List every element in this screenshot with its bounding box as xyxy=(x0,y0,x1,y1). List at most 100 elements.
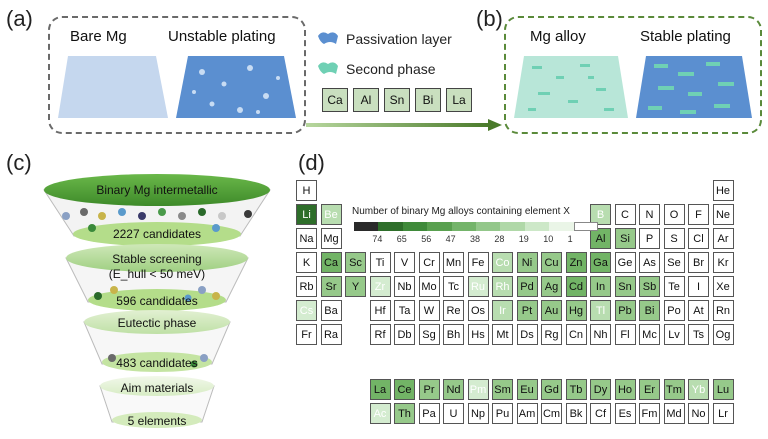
element-cell-no: No xyxy=(688,403,709,425)
element-cell-rf: Rf xyxy=(369,324,391,345)
element-cell-as: As xyxy=(639,252,660,273)
element-cell-mn: Mn xyxy=(443,252,464,273)
colorbar-segment xyxy=(402,222,428,231)
funnel-level-4-count: 5 elements xyxy=(127,414,187,428)
stable-plating-title: Stable plating xyxy=(640,28,731,45)
element-cell-nb: Nb xyxy=(394,276,415,297)
element-cell-po: Po xyxy=(663,300,685,321)
element-cell-ni: Ni xyxy=(516,252,538,273)
colorbar-tick-label: 74 xyxy=(372,234,383,244)
funnel-level-1-title: Binary Mg intermetallic xyxy=(96,183,218,197)
panel-label-b: (b) xyxy=(476,6,503,31)
colorbar-segment xyxy=(427,222,453,231)
funnel-level-1-count: 2227 candidates xyxy=(112,227,202,241)
element-cell-ho: Ho xyxy=(614,379,636,401)
element-cell-bi: Bi xyxy=(639,300,660,321)
colorbar-tick-label: 65 xyxy=(396,234,407,244)
element-cell-lr: Lr xyxy=(712,403,734,425)
element-cell-zr: Zr xyxy=(369,276,391,297)
element-cell-mt: Mt xyxy=(492,324,513,345)
panel-a-frame xyxy=(48,16,306,134)
element-cell-s: S xyxy=(663,228,685,249)
element-cell-c: C xyxy=(614,204,636,225)
panel-label-c: (c) xyxy=(6,150,32,175)
panel-a-surfaces xyxy=(58,56,296,118)
funnel-level-4-top xyxy=(100,376,214,396)
element-cell-cd: Cd xyxy=(565,276,587,297)
element-cell-mo: Mo xyxy=(418,276,440,297)
element-cell-dy: Dy xyxy=(590,379,611,401)
mg-alloy-title: Mg alloy xyxy=(530,28,586,45)
colorbar-segment xyxy=(524,222,550,231)
element-cell-sm: Sm xyxy=(492,379,513,401)
unstable-plating-surface xyxy=(176,56,296,118)
colorbar-tick-label: 38 xyxy=(470,234,481,244)
element-cell-pt: Pt xyxy=(516,300,538,321)
element-cell-lu: Lu xyxy=(712,379,734,401)
colorbar-tick-label: 28 xyxy=(494,234,505,244)
passivation-swatch-icon xyxy=(318,32,338,44)
element-cell-cu: Cu xyxy=(541,252,562,273)
element-cell-db: Db xyxy=(394,324,415,345)
colorbar-segment xyxy=(549,222,575,231)
element-cell-lv: Lv xyxy=(663,324,685,345)
funnel-level-2-count: 596 candidates xyxy=(116,294,198,308)
element-cell-f: F xyxy=(688,204,709,225)
colorbar-tick-label: 47 xyxy=(445,234,456,244)
element-cell-ti: Ti xyxy=(369,252,391,273)
element-cell-ag: Ag xyxy=(541,276,562,297)
funnel-level-3-title: Eutectic phase xyxy=(117,316,197,330)
element-cell-tc: Tc xyxy=(443,276,464,297)
colorbar-title: Number of binary Mg alloys containing el… xyxy=(352,206,570,217)
element-cell-sg: Sg xyxy=(418,324,440,345)
element-cell-th: Th xyxy=(394,403,415,425)
second-phase-specks xyxy=(528,64,614,111)
element-cell-bh: Bh xyxy=(443,324,464,345)
element-cell-la: La xyxy=(369,379,391,401)
element-cell-na: Na xyxy=(296,228,317,249)
element-cell-sn: Sn xyxy=(614,276,636,297)
second-phase-swatch-icon xyxy=(318,62,338,74)
element-cell-k: K xyxy=(296,252,317,273)
funnel-level-3-top xyxy=(84,310,230,334)
element-cell-sb: Sb xyxy=(639,276,660,297)
aim-element-sn: Sn xyxy=(384,88,410,112)
funnel-level-3-atoms xyxy=(108,354,208,368)
element-cell-ce: Ce xyxy=(394,379,415,401)
element-cell-cf: Cf xyxy=(590,403,611,425)
element-cell-ca: Ca xyxy=(320,252,342,273)
element-cell-te: Te xyxy=(663,276,685,297)
element-cell-pb: Pb xyxy=(614,300,636,321)
element-cell-ac: Ac xyxy=(369,403,391,425)
stable-plating-surface xyxy=(636,56,752,118)
element-cell-bk: Bk xyxy=(565,403,587,425)
element-cell-co: Co xyxy=(492,252,513,273)
element-cell-al: Al xyxy=(590,228,611,249)
element-cell-h: H xyxy=(296,180,317,201)
colorbar-tick-label: 56 xyxy=(421,234,432,244)
element-cell-pm: Pm xyxy=(467,379,489,401)
element-cell-fe: Fe xyxy=(467,252,489,273)
element-cell-at: At xyxy=(688,300,709,321)
element-cell-hg: Hg xyxy=(565,300,587,321)
funnel-level-4-base xyxy=(112,412,202,428)
element-cell-cl: Cl xyxy=(688,228,709,249)
funnel-level-2-atoms xyxy=(94,286,220,302)
element-cell-ar: Ar xyxy=(712,228,734,249)
element-cell-rg: Rg xyxy=(541,324,562,345)
plating-patches xyxy=(192,65,280,114)
element-cell-xe: Xe xyxy=(712,276,734,297)
element-cell-mc: Mc xyxy=(639,324,660,345)
funnel-level-1-atoms xyxy=(62,208,252,232)
colorbar-segment xyxy=(476,222,501,231)
element-cell-tm: Tm xyxy=(663,379,685,401)
element-cell-eu: Eu xyxy=(516,379,538,401)
colorbar-tick-label: 19 xyxy=(518,234,529,244)
panel-label-d: (d) xyxy=(298,150,325,175)
panel-b-frame xyxy=(504,16,762,134)
element-cell-cm: Cm xyxy=(541,403,562,425)
element-cell-am: Am xyxy=(516,403,538,425)
